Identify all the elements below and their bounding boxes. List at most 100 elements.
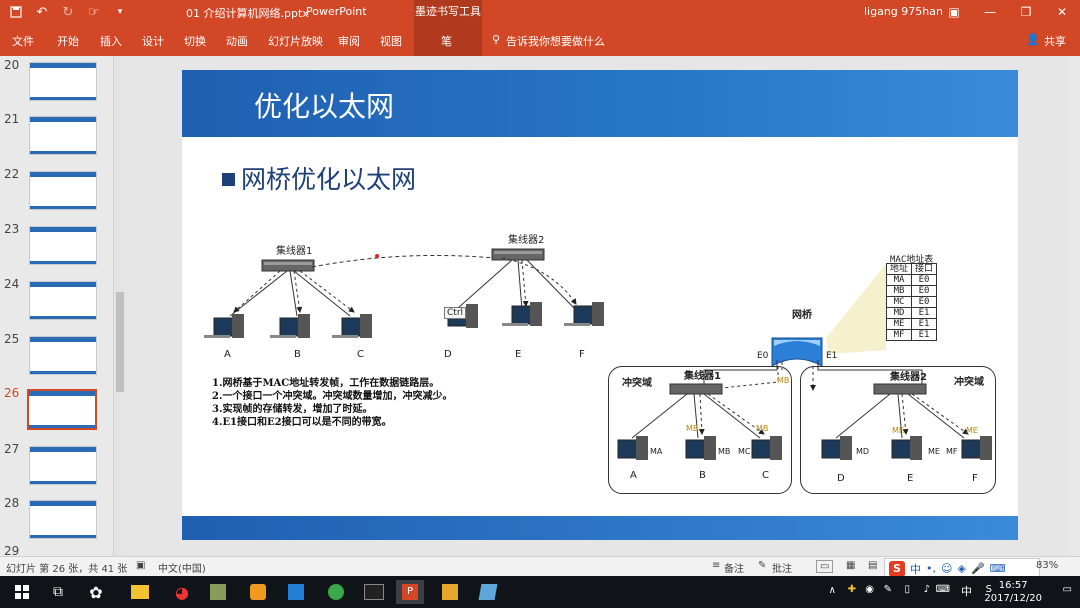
ime-voice-icon[interactable]: 🎤 [970, 562, 985, 575]
app-icon[interactable] [244, 580, 272, 604]
window-filename: 01 介绍计算机网络.pptx [186, 7, 309, 20]
slide-canvas[interactable]: 优化以太网 网桥优化以太网 [182, 70, 1018, 540]
app-icon[interactable] [436, 580, 464, 604]
thumb-number: 29 [4, 544, 20, 556]
slide-thumbnail-27[interactable] [29, 446, 97, 485]
bridge-icon [771, 337, 823, 367]
collision-domain-2 [800, 366, 996, 494]
app-icon[interactable]: ✿ [89, 582, 103, 602]
tab-home[interactable]: 开始 [57, 35, 79, 48]
user-name[interactable]: ligang 975han [864, 5, 943, 18]
ime-keyboard-icon[interactable]: ⌨ [989, 562, 1006, 575]
volume-icon[interactable]: ♪ [923, 584, 930, 595]
thumbnail-scrollbar[interactable] [113, 56, 126, 556]
editor-scrollbar[interactable] [1068, 56, 1080, 556]
windows-start-icon[interactable] [8, 580, 36, 604]
tab-pen[interactable]: 笔 [441, 35, 452, 48]
slide-thumbnail-20[interactable] [29, 62, 97, 101]
clock[interactable]: 16:57 2017/12/20 [984, 579, 1042, 605]
app-icon[interactable] [474, 580, 502, 604]
tray-app-icon[interactable]: ✚ [847, 584, 856, 595]
app-icon[interactable] [282, 580, 310, 604]
slide-thumbnail-26[interactable] [27, 389, 97, 430]
pc-icon [685, 436, 716, 460]
comments-icon[interactable]: ✎ [758, 560, 767, 571]
pc-icon [821, 436, 852, 460]
close-icon[interactable]: ✕ [1056, 5, 1068, 19]
slide-thumbnail-23[interactable] [29, 226, 97, 265]
share-button[interactable]: 共享 [1044, 35, 1066, 48]
slide-thumbnail-22[interactable] [29, 171, 97, 210]
ime-toolbar[interactable]: S 中 •, ☺ ◈ 🎤 ⌨ [884, 558, 1040, 579]
slide-thumbnail-21[interactable] [29, 116, 97, 155]
language-indicator[interactable]: 中文(中国) [158, 564, 206, 575]
node-label: F [972, 473, 978, 484]
file-explorer-icon[interactable] [126, 580, 154, 604]
bullet-2: 2.一个接口一个冲突域。冲突域数量增加，冲突减少。 [212, 391, 453, 402]
ime-punct-icon[interactable]: •, [926, 562, 936, 575]
comments-button[interactable]: 批注 [772, 564, 792, 575]
slide-thumbnail-25[interactable] [29, 336, 97, 375]
thumb-number: 20 [4, 58, 20, 72]
pc-icon [270, 314, 310, 338]
tab-design[interactable]: 设计 [142, 35, 164, 48]
tell-me-input[interactable]: 告诉我你想要做什么 [506, 35, 605, 48]
task-view-icon[interactable]: ⧉ [53, 584, 63, 600]
chrome-icon[interactable] [322, 580, 350, 604]
node-label: A [630, 470, 637, 481]
input-language[interactable]: 中 [961, 585, 972, 598]
network-icon[interactable]: ▯ [904, 584, 910, 595]
undo-icon[interactable]: ↶ [36, 4, 48, 20]
zoom-level[interactable]: 83% [1036, 560, 1059, 571]
pen-tab-bg [414, 24, 482, 56]
normal-view-icon[interactable]: ▭ [816, 560, 834, 573]
qq-icon[interactable]: ◕ [175, 582, 189, 602]
ribbon-display-icon[interactable]: ▣ [948, 5, 960, 19]
slide-sorter-icon[interactable]: ▦ [846, 560, 856, 571]
collision-domain-label: 冲突域 [954, 377, 984, 388]
pc-mac-label: MA [650, 447, 663, 456]
notification-icon[interactable]: ▭ [1062, 584, 1072, 595]
save-icon[interactable] [6, 2, 26, 22]
notepad-icon[interactable] [204, 580, 232, 604]
keyboard-icon[interactable]: ⌨ [935, 584, 950, 595]
customize-toolbar-icon[interactable]: ▾ [117, 7, 123, 17]
ime-tray-icon[interactable]: S [985, 584, 992, 595]
slide-thumbnail-24[interactable] [29, 281, 97, 320]
notes-button[interactable]: 备注 [724, 564, 744, 575]
redo-icon[interactable]: ↻ [62, 4, 74, 20]
node-label: D [837, 473, 845, 484]
tray-expand-icon[interactable]: ∧ [828, 585, 836, 596]
tab-slideshow[interactable]: 幻灯片放映 [268, 35, 323, 48]
tab-view[interactable]: 视图 [380, 35, 402, 48]
tray-app-icon[interactable]: ✎ [883, 584, 892, 595]
ime-emoji-icon[interactable]: ☺ [941, 562, 953, 575]
node-label: B [699, 470, 706, 481]
tab-review[interactable]: 审阅 [338, 35, 360, 48]
thumb-number: 23 [4, 222, 20, 236]
slide-thumbnail-28[interactable] [29, 500, 97, 539]
tab-animations[interactable]: 动画 [226, 35, 248, 48]
scroll-thumb[interactable] [116, 292, 124, 392]
restore-icon[interactable]: ❐ [1020, 5, 1032, 19]
touch-mode-icon[interactable]: ☞ [88, 4, 100, 20]
lightbulb-icon: ⚲ [492, 33, 501, 46]
tab-file[interactable]: 文件 [12, 35, 34, 48]
tab-insert[interactable]: 插入 [100, 35, 122, 48]
ime-skin-icon[interactable]: ◈ [957, 562, 966, 575]
tab-transitions[interactable]: 切换 [184, 35, 206, 48]
frame-label: MB [756, 424, 769, 433]
hub1-label: 集线器1 [276, 246, 313, 257]
window-app-name: PowerPoint [306, 5, 367, 18]
pc-icon [961, 436, 992, 460]
terminal-icon[interactable] [360, 580, 388, 604]
powerpoint-icon[interactable]: P [396, 580, 424, 604]
tray-app-icon[interactable]: ◉ [865, 584, 874, 595]
reading-view-icon[interactable]: ▤ [868, 560, 878, 571]
node-label: A [224, 349, 231, 360]
hub2-label: 集线器2 [890, 372, 927, 383]
notes-icon[interactable]: ≡ [712, 560, 721, 571]
minimize-icon[interactable]: — [984, 5, 996, 19]
ime-language[interactable]: 中 [910, 562, 921, 576]
spellcheck-icon[interactable]: ▣ [136, 560, 146, 571]
